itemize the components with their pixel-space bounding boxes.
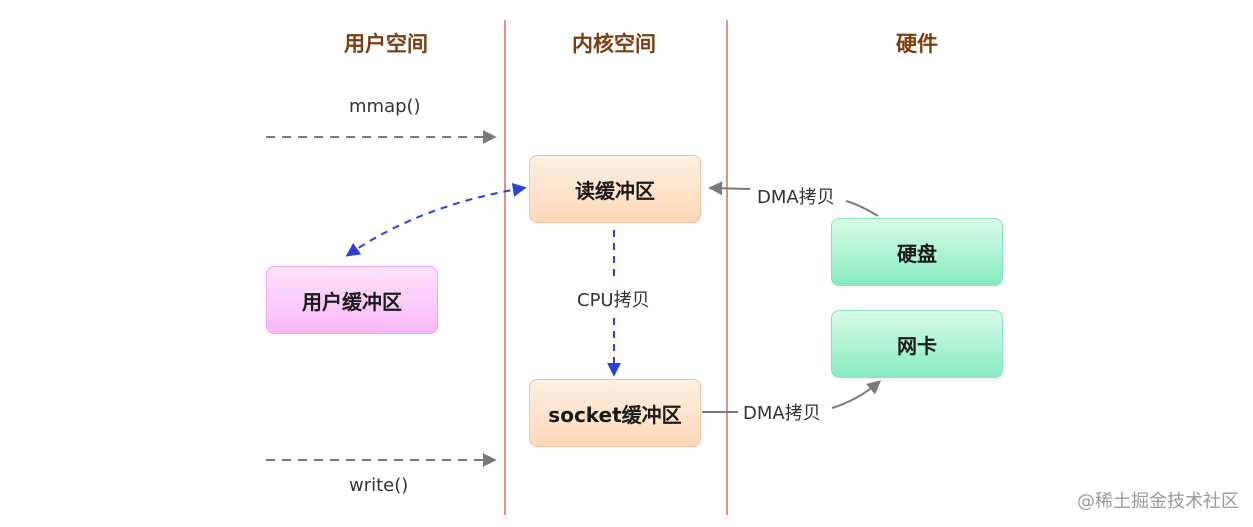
socket-buffer-box: socket缓冲区: [529, 379, 701, 447]
label-write: write(): [349, 475, 409, 496]
header-user-space: 用户空间: [344, 32, 428, 56]
user-buffer-label: 用户缓冲区: [302, 289, 402, 314]
label-dma-copy-out: DMA拷贝: [743, 403, 821, 424]
user-buffer-box: 用户缓冲区: [266, 266, 438, 334]
header-kernel-space: 内核空间: [572, 32, 656, 56]
disk-label: 硬盘: [897, 241, 937, 266]
nic-label: 网卡: [897, 333, 937, 358]
dma-in-arrow-head: [708, 181, 751, 196]
socket-buffer-label: socket缓冲区: [548, 402, 682, 427]
watermark: @稀土掘金技术社区: [1077, 491, 1239, 512]
label-dma-copy-in: DMA拷贝: [757, 187, 835, 208]
divider-kernel-hardware: [726, 20, 728, 515]
nic-box: 网卡: [831, 310, 1003, 378]
read-buffer-label: 读缓冲区: [575, 178, 655, 203]
disk-box: 硬盘: [831, 218, 1003, 286]
label-mmap: mmap(): [349, 96, 421, 117]
header-hardware: 硬件: [896, 32, 938, 56]
dma-in-arrow: [845, 200, 879, 217]
read-buffer-box: 读缓冲区: [529, 155, 701, 223]
label-cpu-copy: CPU拷贝: [577, 286, 650, 312]
divider-user-kernel: [504, 20, 506, 515]
mmap-mapping-curve: [345, 182, 527, 257]
dma-out-arrow: [831, 380, 882, 409]
